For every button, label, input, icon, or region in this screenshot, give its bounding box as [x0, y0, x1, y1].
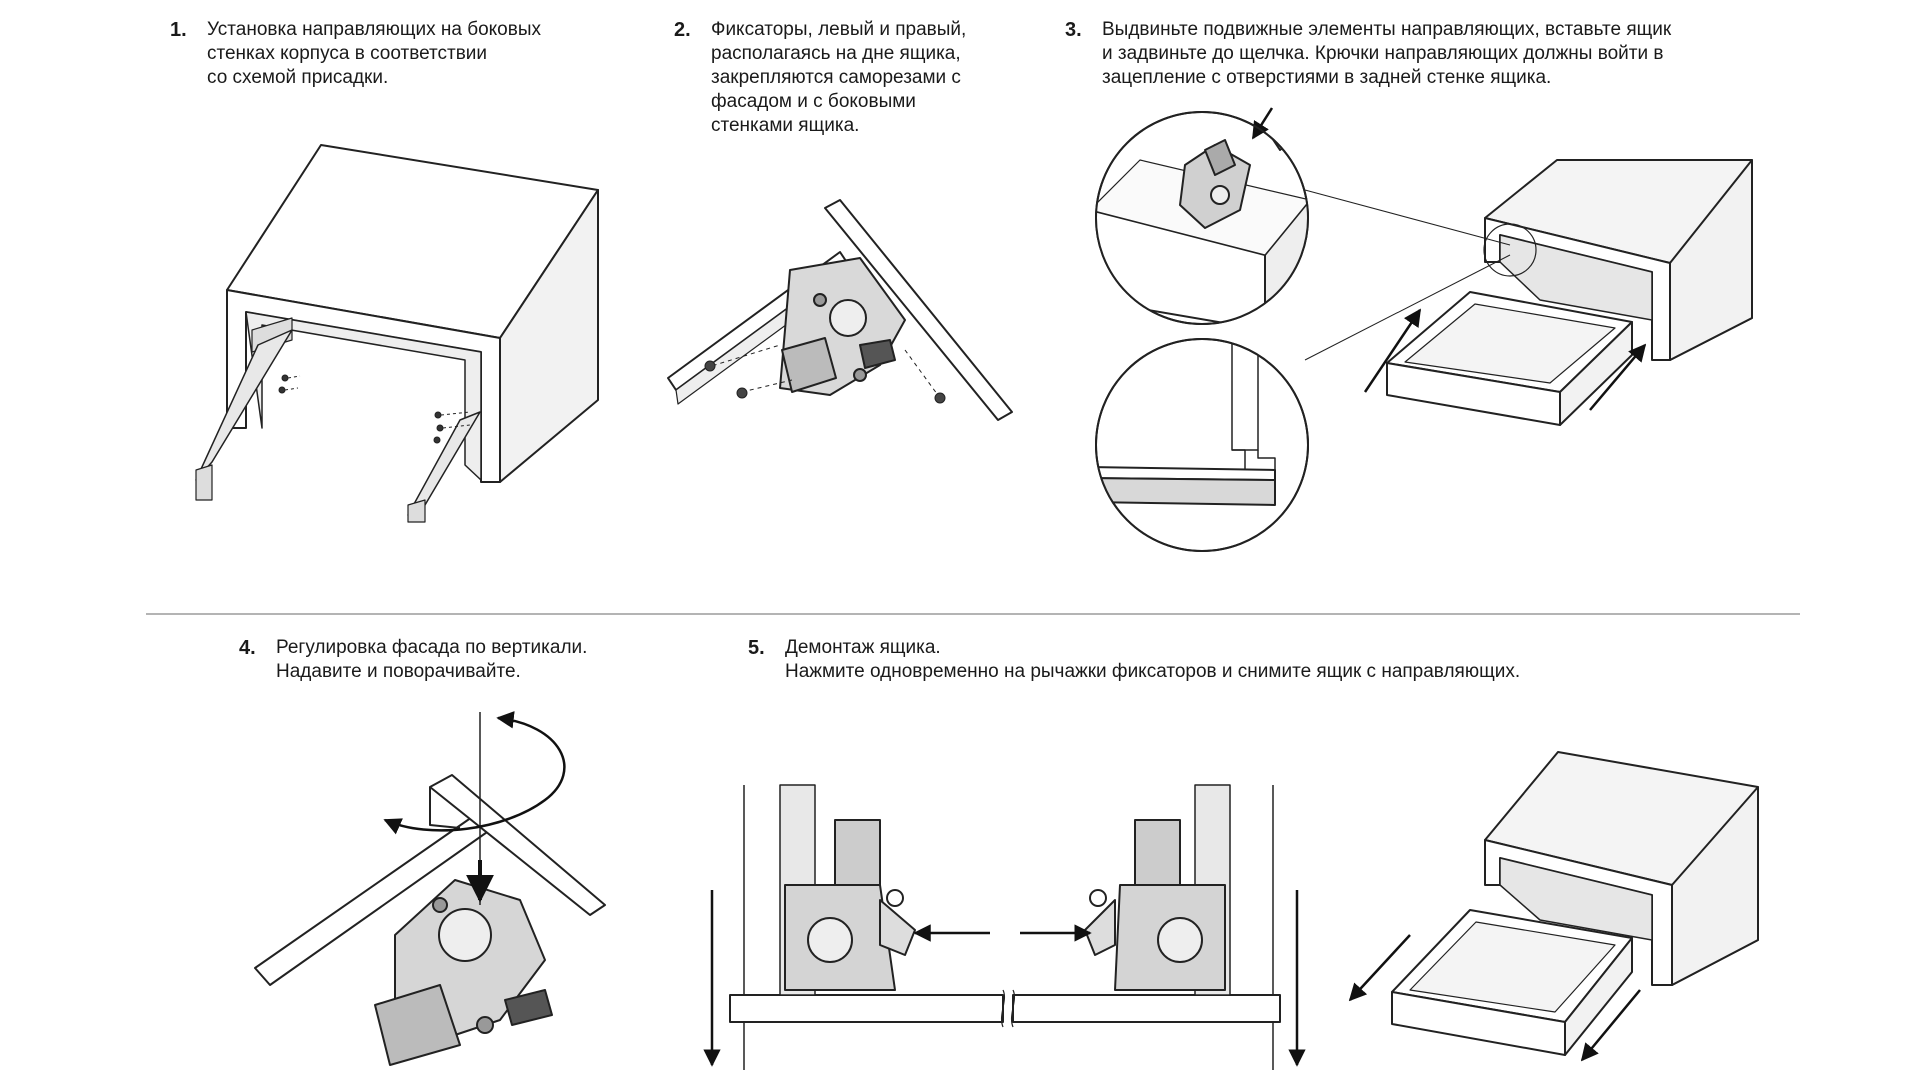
step-3-cabinet-illustration — [1304, 159, 1753, 426]
step-3-line-3: зацепление с отверстиями в задней стенке… — [1102, 67, 1552, 88]
step-3-detail-circle-upper — [1095, 107, 1309, 325]
step-1-line-2: стенках корпуса в соответствии — [207, 43, 488, 64]
step-number: 4. — [239, 637, 256, 659]
step-1-cabinet-illustration — [195, 144, 599, 523]
step-2-line-5: стенками ящика. — [711, 115, 860, 136]
step-4-adjustment-illustration — [254, 711, 606, 1066]
step-4-instruction: 4. Регулировка фасада по вертикали. Нада… — [239, 636, 587, 684]
step-3-detail-circle-lower — [1095, 338, 1309, 552]
step-1-line-1: Установка направляющих на боковых — [207, 19, 542, 40]
step-1-instruction: 1. Установка направляющих на боковых сте… — [170, 18, 541, 90]
step-5-line-1: Демонтаж ящика. — [785, 637, 941, 658]
step-4-line-1: Регулировка фасада по вертикали. — [276, 637, 588, 658]
step-3-line-1: Выдвиньте подвижные элементы направляющи… — [1102, 19, 1672, 40]
step-3-line-2: и задвиньте до щелчка. Крючки направляющ… — [1102, 43, 1664, 64]
step-2-line-4: фасадом и с боковыми — [711, 91, 916, 112]
step-3-instruction: 3. Выдвиньте подвижные элементы направля… — [1065, 18, 1671, 90]
step-4-line-2: Надавите и поворачивайте. — [276, 661, 521, 682]
step-5-instruction: 5. Демонтаж ящика. Нажмите одновременно … — [748, 636, 1520, 684]
step-1-line-3: со схемой присадки. — [207, 67, 389, 88]
step-2-line-3: закрепляются саморезами с — [711, 67, 961, 88]
step-2-fixator-illustration — [667, 199, 1013, 421]
step-2-instruction: 2. Фиксаторы, левый и правый, располагая… — [674, 18, 966, 138]
step-5-dismantle-illustration — [703, 784, 1306, 1070]
step-2-line-1: Фиксаторы, левый и правый, — [711, 19, 967, 40]
step-number: 5. — [748, 637, 765, 659]
step-5-line-2: Нажмите одновременно на рычажки фиксатор… — [785, 661, 1521, 682]
step-2-line-2: располагаясь на дне ящика, — [711, 43, 961, 64]
step-number: 1. — [170, 19, 187, 41]
step-number: 3. — [1065, 19, 1082, 41]
step-number: 2. — [674, 19, 691, 41]
step-5-cabinet-illustration — [1348, 751, 1759, 1062]
